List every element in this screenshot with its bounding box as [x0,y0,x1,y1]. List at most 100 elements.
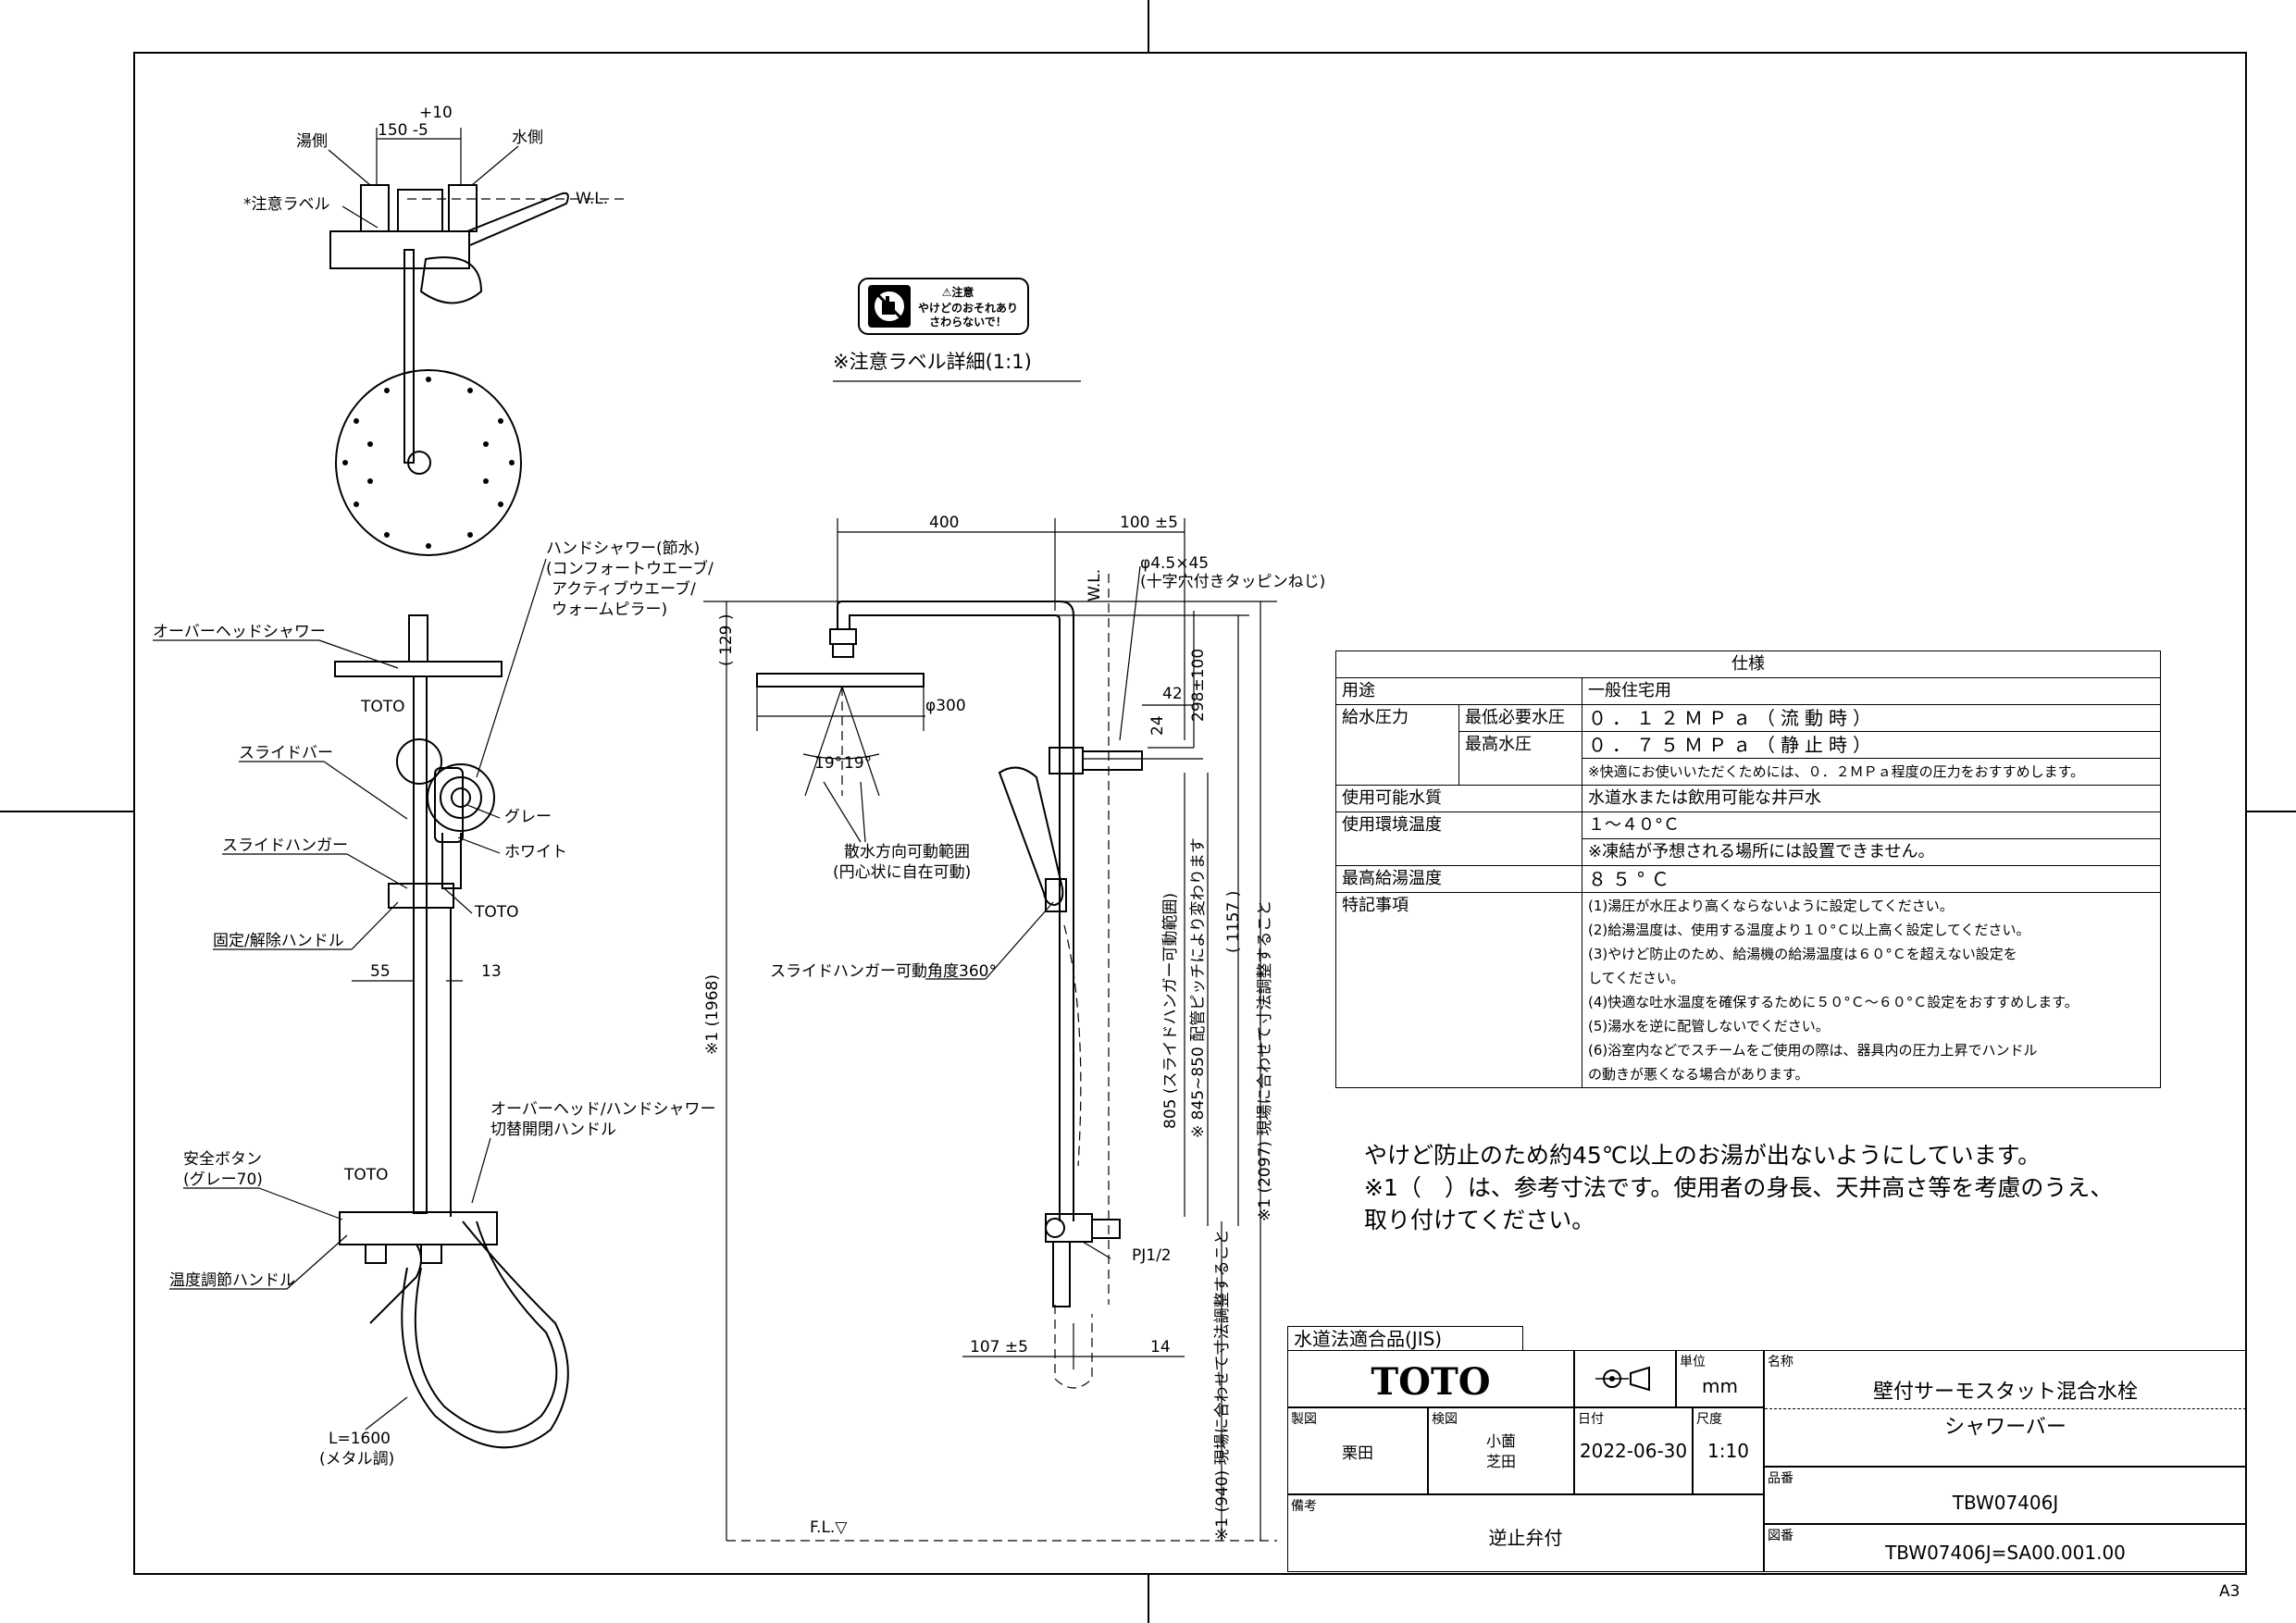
dim-150: 150 -5 [378,121,428,140]
drawing-border [133,52,2247,1575]
name-line-2: シャワーバー [1944,1416,2066,1439]
part-value: TBW07406J [1952,1492,2059,1514]
drawing-value: TBW07406J=SA00.001.00 [1885,1542,2126,1564]
label-screw-2: (十字穴付きタッピンねじ) [1140,573,1325,591]
message-line-1: やけど防止のため約45℃以上のお湯が出ないようにしています。 [1364,1142,2042,1169]
top-view: +10 150 -5 湯側 水側 *注意ラベル W.L. [243,104,629,556]
spec-note-1: (1)湯圧が水圧より高くならないように設定してください。 [1588,898,1954,914]
name-cell: 名称 壁付サーモスタット混合水栓 シャワーバー [1764,1350,2247,1467]
spec-notes: (1)湯圧が水圧より高くならないように設定してください。 (2)給湯温度は、使用… [1582,892,2161,1088]
label-hanger-rotation: スライドハンガー可動角度360° [770,962,997,981]
title-block: TOTO 単位 mm 名称 壁付サーモスタット混合水栓 シャワーバー 製図 栗田… [1287,1350,2247,1572]
warning-message: やけど防止のため約45℃以上のお湯が出ないようにしています。 ※1（ ）は、参考… [1364,1139,2113,1236]
scale-caption: 尺度 [1696,1412,1722,1427]
spec-note-3b: してください。 [1588,970,1685,986]
dia-300: φ300 [925,697,966,715]
spec-hot-value: ８５°Ｃ [1582,865,2161,893]
name-caption: 名称 [1768,1355,1793,1369]
toto-mark-overhead: TOTO [360,698,405,716]
date-caption: 日付 [1578,1412,1604,1427]
label-hand-shower-1: ハンドシャワー(節水) [546,539,700,558]
date-cell: 日付 2022-06-30 [1574,1407,1693,1494]
spec-note-6: (6)浴室内などでスチームをご使用の際は、器具内の圧力上昇でハンドル [1588,1042,2038,1059]
spec-water-label: 使用可能水質 [1335,785,1582,812]
scale-cell: 尺度 1:10 [1693,1407,1764,1494]
unit-cell: 単位 mm [1676,1350,1764,1407]
brand-cell: TOTO [1287,1350,1574,1407]
part-cell: 品番 TBW07406J [1764,1467,2247,1524]
label-hose-length: L=1600 [329,1430,391,1448]
spec-pressure-note: ※快適にお使いいただくためには、０．２ＭＰａ程度の圧力をおすすめします。 [1582,758,2161,786]
label-fix-handle: 固定/解除ハンドル [213,932,344,950]
dim-129: ( 129 ) [717,613,736,666]
checked-value-1: 小薗 [1485,1432,1516,1450]
dim-107: 107 ±5 [970,1338,1028,1357]
spec-env-value: １～４０°Ｃ [1582,812,2161,839]
label-cold-side: 水側 [512,129,543,147]
label-hose-type: (メタル調) [319,1450,394,1468]
drawn-cell: 製図 栗田 [1287,1407,1428,1494]
third-angle-projection-icon [1595,1366,1650,1392]
label-slide-bar: スライドバー [239,744,333,762]
date-value: 2022-06-30 [1579,1440,1688,1462]
checked-cell: 検図 小薗 芝田 [1428,1407,1574,1494]
label-fl: F.L.▽ [810,1518,848,1537]
spec-min-value: ０．１２ＭＰａ（流動時） [1582,704,2161,732]
spec-note-2: (2)給湯温度は、使用する温度より１０°Ｃ以上高く設定してください。 [1588,922,2030,938]
spec-env-label: 使用環境温度 [1335,812,1582,866]
spec-notes-label: 特記事項 [1335,892,1582,1088]
caution-title: ⚠注意 [942,285,974,299]
label-wl-side: W.L. [1086,569,1104,601]
spec-pressure-label: 給水圧力 [1335,704,1459,786]
label-white: ホワイト [504,843,567,861]
label-hot-side: 湯側 [296,132,328,151]
drawing-caption: 図番 [1768,1529,1793,1543]
dim-1968: ※1 (1968) [703,974,722,1055]
dim-1157: ( 1157 ) [1224,891,1243,953]
label-caution-callout: *注意ラベル [243,195,330,214]
label-safety-button-2: (グレー70) [183,1171,263,1189]
label-hand-shower-4: ウォームピラー) [552,601,667,619]
drawing-no-cell: 図番 TBW07406J=SA00.001.00 [1764,1524,2247,1572]
label-spray-2: (円心状に自在可動) [833,863,971,882]
spec-water-value: 水道水または飲用可能な井戸水 [1582,785,2161,812]
spec-hot-label: 最高給湯温度 [1335,865,1582,893]
side-view: 400 100 ±5 W.L. φ4.5×45 (十字穴付きタッピンねじ) φ3… [703,514,1325,1542]
sheet-size: A3 [2219,1582,2240,1601]
label-gray: グレー [504,808,552,826]
label-spray-1: 散水方向可動範囲 [844,843,970,861]
remarks-caption: 備考 [1291,1499,1317,1514]
label-switch-handle-1: オーバーヘッド/ハンドシャワー [490,1100,716,1119]
checked-caption: 検図 [1432,1412,1458,1427]
spec-env-note: ※凍結が予想される場所には設置できません。 [1582,838,2161,866]
spec-max-label: 最高水圧 [1458,731,1582,786]
spec-note-6b: の動きが悪くなる場合があります。 [1588,1066,1809,1083]
dim-13: 13 [481,962,502,981]
part-caption: 品番 [1768,1471,1793,1486]
spec-use-value: 一般住宅用 [1582,677,2161,705]
spec-note-5: (5)湯水を逆に配管しないでください。 [1588,1018,1830,1035]
label-overhead-shower: オーバーヘッドシャワー [153,623,326,641]
drawn-value: 栗田 [1342,1444,1373,1463]
dim-100: 100 ±5 [1120,514,1178,532]
toto-mark-hand: TOTO [474,903,519,922]
spec-use-label: 用途 [1335,677,1582,705]
dim-298: 298±100 [1189,649,1208,722]
dim-845: ※ 845~850 配管ピッチにより変わります [1189,837,1208,1138]
label-hand-shower-3: アクティブウエーブ/ [552,579,696,599]
dim-400: 400 [929,514,959,532]
front-view: オーバーヘッドシャワー ハンドシャワー(節水) (コンフォートウエーブ/ アクテ… [153,539,716,1468]
unit-caption: 単位 [1680,1355,1706,1369]
spec-max-value: ０．７５ＭＰａ（静止時） [1582,731,2161,759]
remarks-value: 逆止弁付 [1488,1527,1563,1549]
caution-line-2: さわらないで！ [929,316,1007,328]
scale-value: 1:10 [1707,1440,1749,1462]
label-slide-hanger: スライドハンガー [222,836,348,855]
name-line-1: 壁付サーモスタット混合水栓 [1872,1381,2138,1404]
brand-logo: TOTO [1371,1360,1491,1404]
spec-table: 仕様 用途 一般住宅用 給水圧力 最低必要水圧 ０．１２ＭＰａ（流動時） 最高水… [1335,650,2161,1088]
dim-940: ※1 (940) 現場に合わせて寸法調整すること [1213,1229,1232,1541]
dim-plus10: +10 [419,104,453,122]
label-safety-button-1: 安全ボタン [183,1150,262,1169]
toto-mark-body: TOTO [343,1166,389,1184]
